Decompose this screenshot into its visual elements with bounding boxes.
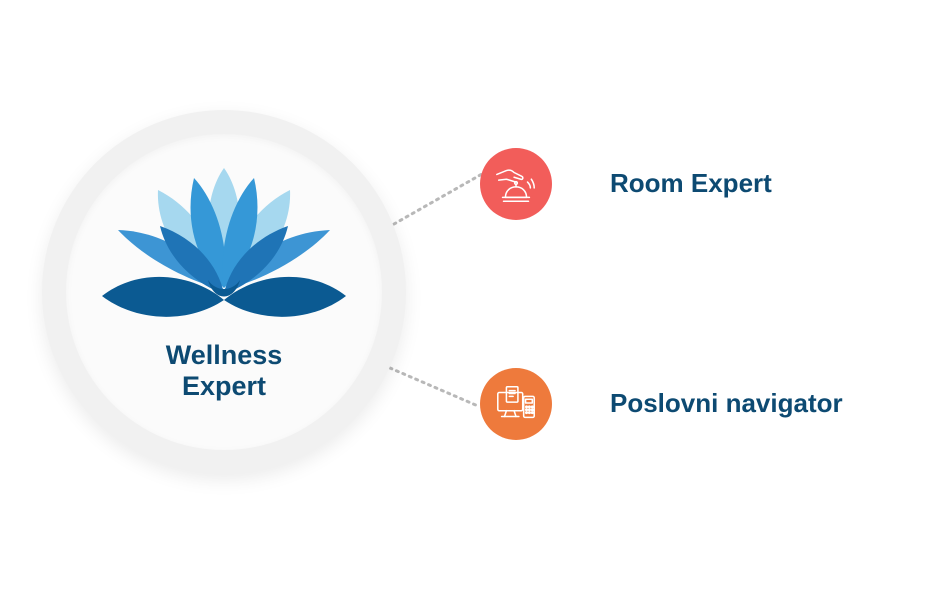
connector-room-expert bbox=[392, 172, 484, 226]
service-bell-icon bbox=[496, 169, 535, 203]
center-title-line1: Wellness bbox=[165, 340, 283, 370]
center-title-line2: Expert bbox=[181, 371, 267, 401]
business-devices-icon bbox=[497, 385, 535, 419]
connector-poslovni-navigator bbox=[388, 366, 480, 408]
node-label-poslovni-navigator: Poslovni navigator bbox=[610, 388, 843, 418]
lotus-icon bbox=[102, 168, 346, 317]
node-icon-room-expert bbox=[480, 148, 552, 220]
center-title: Wellness Expert bbox=[104, 340, 344, 402]
node-icon-poslovni-navigator bbox=[480, 368, 552, 440]
node-label-room-expert: Room Expert bbox=[610, 168, 772, 198]
